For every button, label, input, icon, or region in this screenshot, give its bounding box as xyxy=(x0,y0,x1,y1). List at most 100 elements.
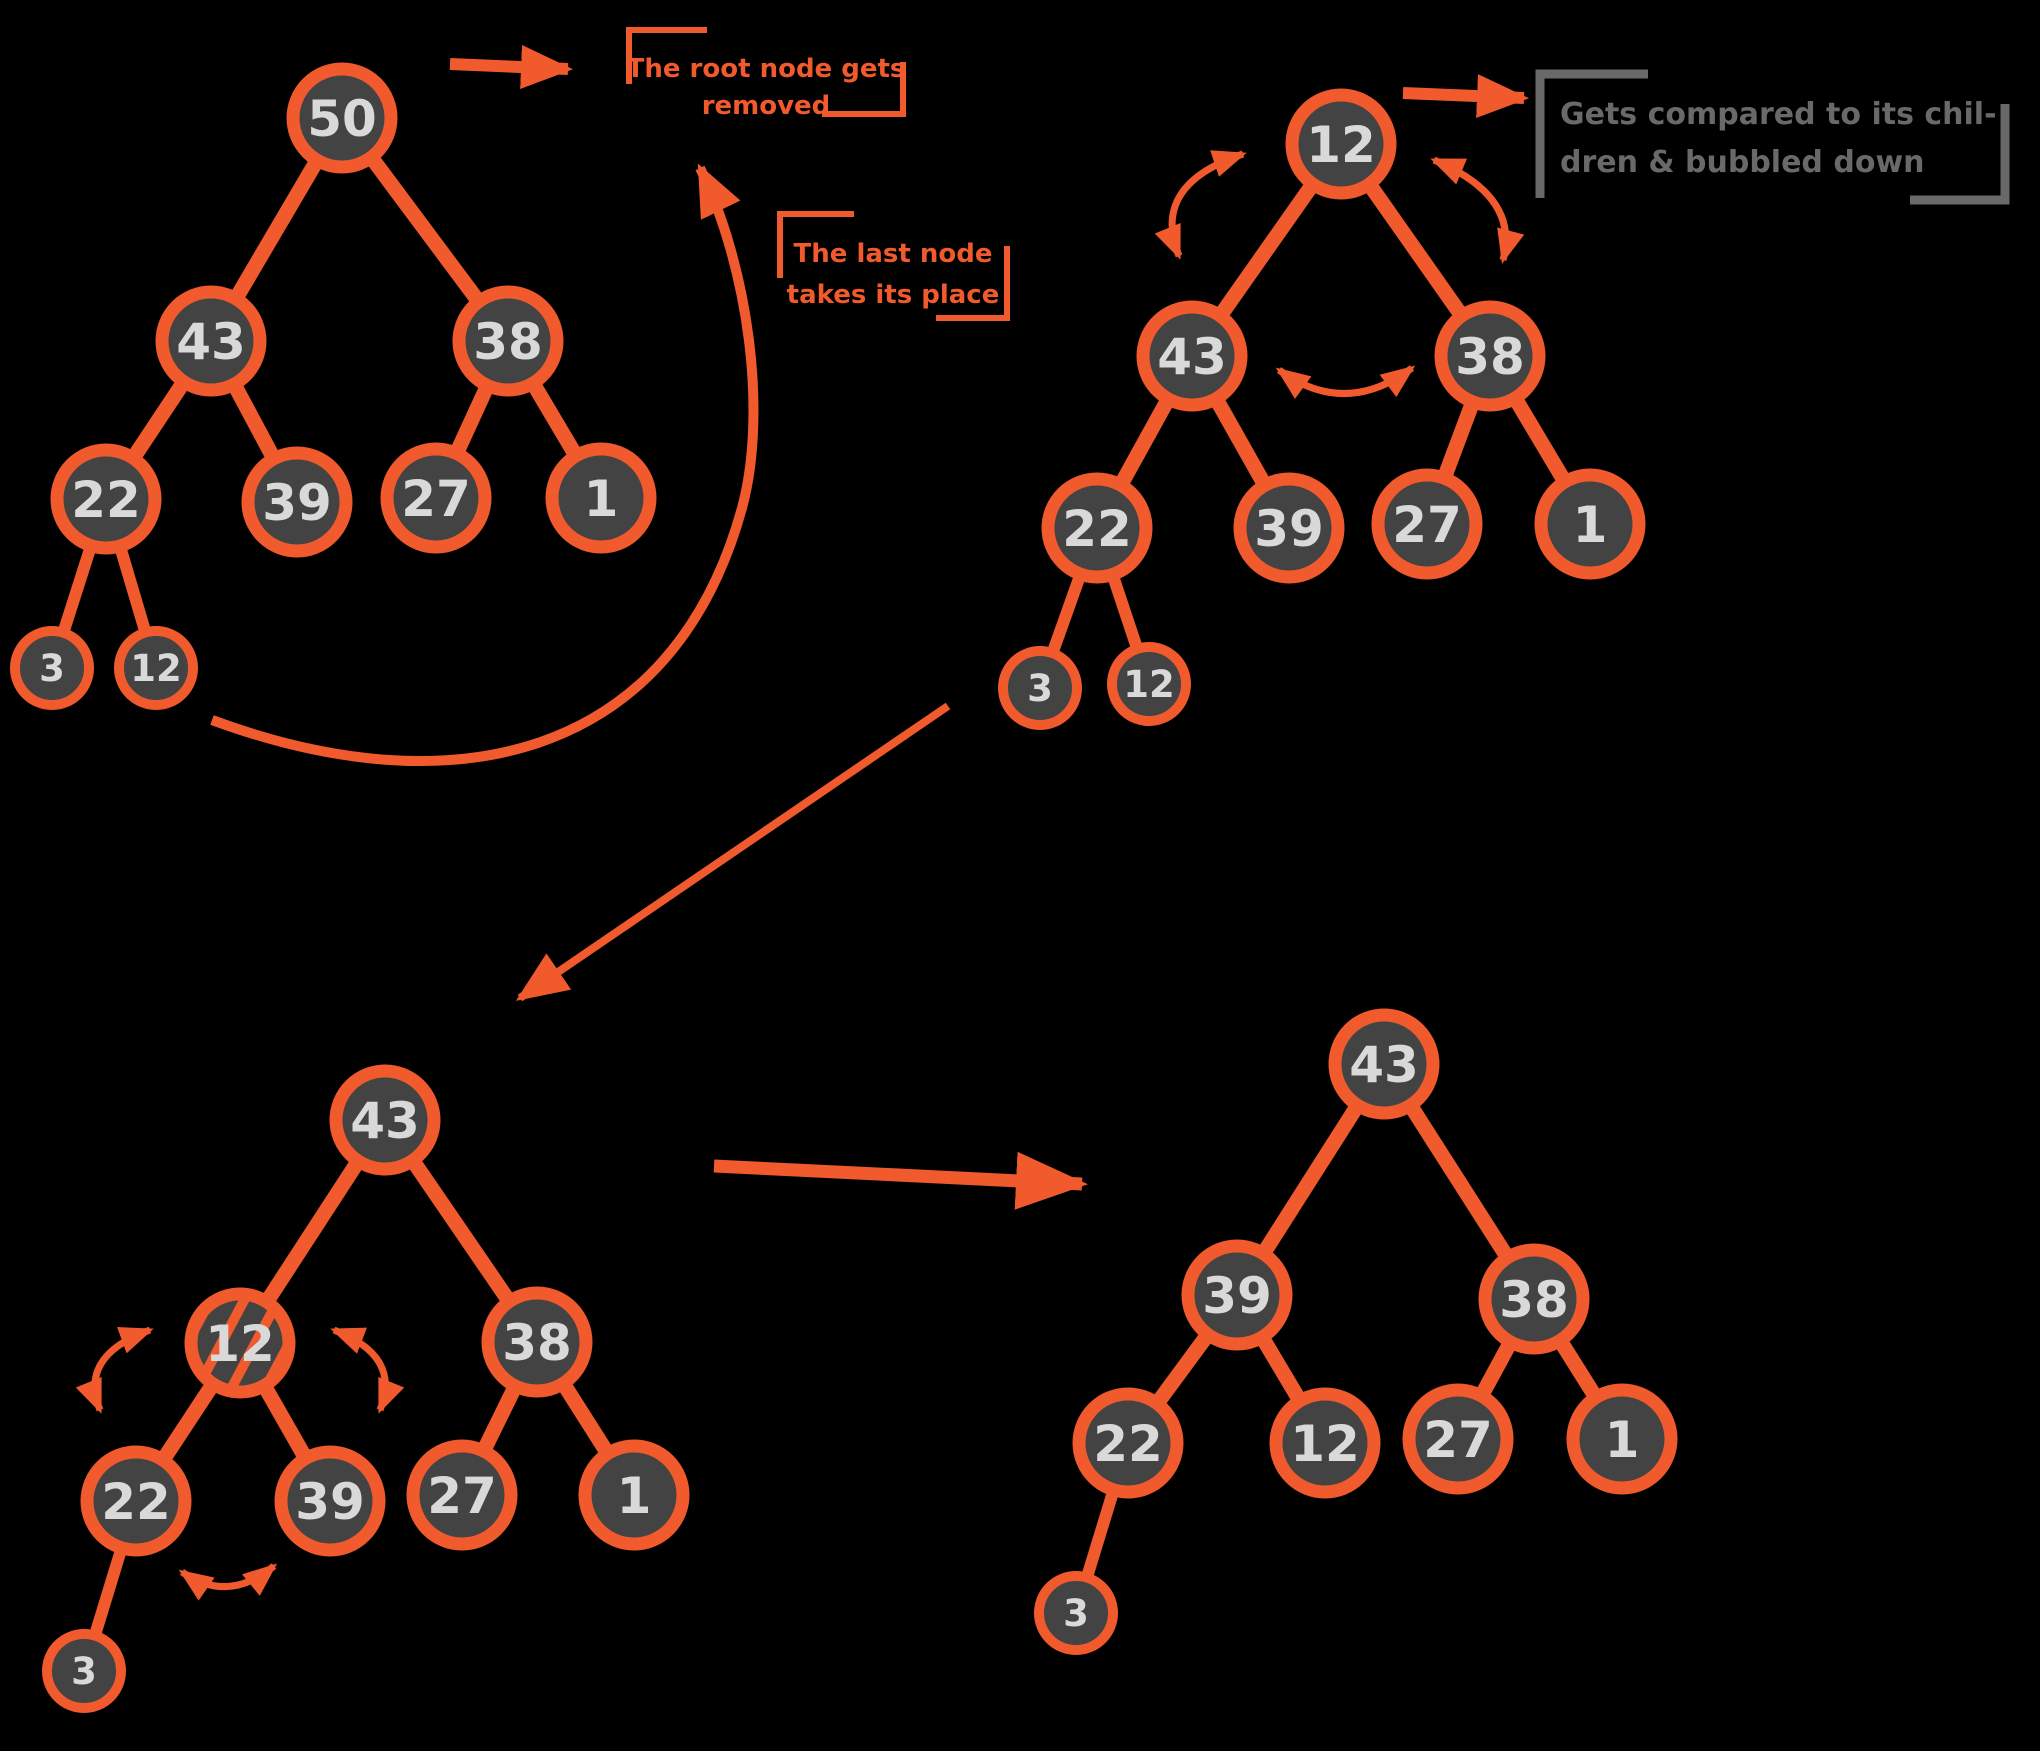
tree3-node-1-12: 12 xyxy=(184,1287,296,1399)
annotation-line: dren & bubbled down xyxy=(1560,145,1925,180)
tree2-node-3-22: 22 xyxy=(1041,472,1153,584)
tree2-node-6-1: 1 xyxy=(1534,468,1646,580)
node-value: 3 xyxy=(39,647,65,690)
node-circle xyxy=(998,646,1082,730)
tree4-node-3-22: 22 xyxy=(1072,1387,1184,1499)
tree2-node-5-27: 27 xyxy=(1371,468,1483,580)
node-circle xyxy=(114,626,198,710)
tree-4: 43 39 38 22 12 27 1 3 xyxy=(1034,1008,1678,1655)
node-circle xyxy=(452,285,564,397)
node-value: 12 xyxy=(1290,1415,1360,1473)
tree4-node-4-12: 12 xyxy=(1269,1387,1381,1499)
tree1-node-3-22: 22 xyxy=(50,443,162,555)
tree4-node-6-1: 1 xyxy=(1566,1383,1678,1495)
swap-arcs-step3 xyxy=(75,1326,405,1601)
node-circle xyxy=(1072,1387,1184,1499)
swap-arc-bottom-icon xyxy=(1275,365,1416,399)
node-value: 1 xyxy=(1605,1411,1640,1469)
node-value: 3 xyxy=(1027,667,1053,710)
tree2-node-2-38: 38 xyxy=(1434,300,1546,412)
node-value: 39 xyxy=(295,1473,365,1531)
node-value: 39 xyxy=(262,474,332,532)
node-circle xyxy=(1041,472,1153,584)
arrow-root-to-removed-label xyxy=(449,45,573,89)
annotation-compared: Gets compared to its chil- dren & bubble… xyxy=(1535,69,2010,205)
node-value: 22 xyxy=(1093,1415,1163,1473)
annotation-last-node: The last node takes its place xyxy=(777,211,1010,321)
tree3-node-4-39: 39 xyxy=(274,1445,386,1557)
annotation-line: takes its place xyxy=(787,280,1000,310)
tree2-node-1-43: 43 xyxy=(1136,300,1248,412)
node-value: 43 xyxy=(350,1092,420,1150)
bracket-top-left xyxy=(777,211,854,278)
node-value: 1 xyxy=(584,470,619,528)
tree3-node-0-43: 43 xyxy=(329,1064,441,1176)
node-circle xyxy=(1269,1387,1381,1499)
node-value: 1 xyxy=(617,1467,652,1525)
tree1-node-7-3: 3 xyxy=(10,626,94,710)
swap-arc-right-icon xyxy=(1430,156,1525,264)
swap-arc-left-icon xyxy=(75,1326,154,1414)
bracket-top-left xyxy=(1535,69,1648,198)
node-value: 3 xyxy=(1063,1592,1089,1635)
node-value: 27 xyxy=(1392,496,1462,554)
tree4-node-0-43: 43 xyxy=(1328,1008,1440,1120)
node-circle xyxy=(80,1445,192,1557)
swap-arc-bottom-icon xyxy=(178,1563,278,1601)
annotation-root-removed: The root node gets removed xyxy=(626,27,906,121)
tree1-node-1-43: 43 xyxy=(155,285,267,397)
node-circle xyxy=(578,1439,690,1551)
node-circle xyxy=(1107,642,1191,726)
node-value: 22 xyxy=(71,471,141,529)
tree3-node-7-3: 3 xyxy=(42,1629,126,1713)
node-value: 12 xyxy=(130,647,182,690)
node-circle xyxy=(1534,468,1646,580)
node-circle xyxy=(42,1629,126,1713)
node-circle xyxy=(1566,1383,1678,1495)
node-value: 43 xyxy=(1157,328,1227,386)
tree3-node-5-27: 27 xyxy=(406,1439,518,1551)
node-circle xyxy=(545,442,657,554)
arrow-step2-to-step3 xyxy=(515,702,951,1002)
tree2-node-4-39: 39 xyxy=(1233,472,1345,584)
node-value: 12 xyxy=(1306,116,1376,174)
arrow-last-node-to-root xyxy=(210,163,759,766)
node-circle xyxy=(1328,1008,1440,1120)
bracket-top-left xyxy=(626,27,707,84)
tree2-node-7-3: 3 xyxy=(998,646,1082,730)
node-circle xyxy=(241,446,353,558)
node-value: 27 xyxy=(1423,1411,1493,1469)
node-circle xyxy=(1371,468,1483,580)
node-value: 38 xyxy=(1499,1271,1569,1329)
node-circle xyxy=(155,285,267,397)
node-value: 39 xyxy=(1202,1267,1272,1325)
node-value: 39 xyxy=(1254,500,1324,558)
node-circle xyxy=(286,62,398,174)
tree-1: 50 43 38 22 39 27 1 3 12 xyxy=(10,62,657,710)
node-circle xyxy=(1233,472,1345,584)
node-value: 43 xyxy=(176,313,246,371)
node-value: 27 xyxy=(401,470,471,528)
tree1-node-0-50: 50 xyxy=(286,62,398,174)
node-circle xyxy=(274,1445,386,1557)
arrow-step3-to-step4 xyxy=(713,1151,1088,1210)
tree2-node-8-12: 12 xyxy=(1107,642,1191,726)
node-circle xyxy=(406,1439,518,1551)
arrow-root-to-compared-label xyxy=(1402,74,1529,119)
node-value: 38 xyxy=(473,313,543,371)
node-value: 43 xyxy=(1349,1036,1419,1094)
tree1-node-6-1: 1 xyxy=(545,442,657,554)
annotation-line: The root node gets xyxy=(627,54,906,84)
bracket-bottom-right xyxy=(822,62,906,117)
tree1-node-2-38: 38 xyxy=(452,285,564,397)
node-circle xyxy=(1434,300,1546,412)
node-value: 22 xyxy=(1062,500,1132,558)
tree1-node-5-27: 27 xyxy=(380,442,492,554)
tree3-node-2-38: 38 xyxy=(481,1286,593,1398)
node-circle xyxy=(10,626,94,710)
tree3-node-6-1: 1 xyxy=(578,1439,690,1551)
node-circle xyxy=(329,1064,441,1176)
node-circle xyxy=(1285,88,1397,200)
